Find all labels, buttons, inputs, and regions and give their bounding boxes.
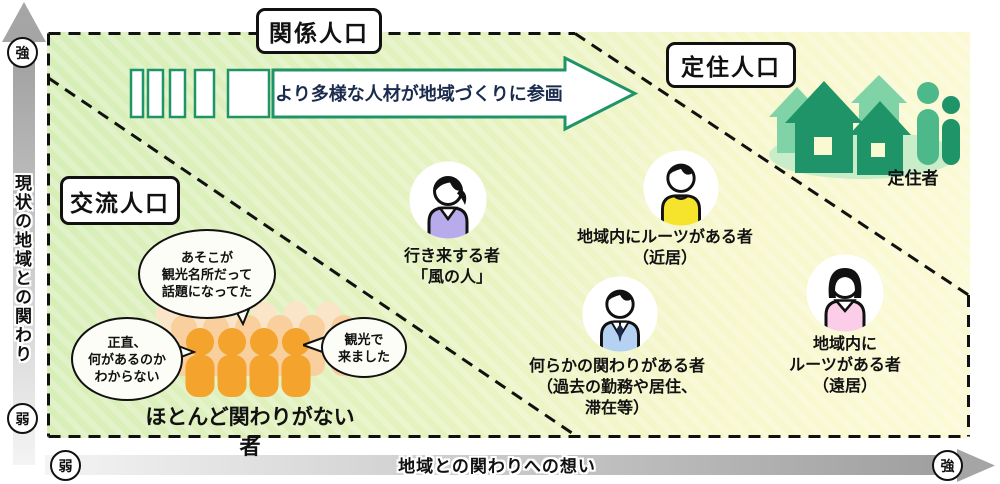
arrow-segment-3 <box>168 68 187 119</box>
arrow-text: より多様な人材が地域づくりに参画 <box>275 83 563 104</box>
person-kaze-label: 行き来する者 「風の人」 <box>372 246 532 288</box>
person-kakawari-label: 何らかの関わりがある者 （過去の勤務や居住、 滞在等） <box>517 356 717 419</box>
y-axis-weak-badge: 弱 <box>7 403 38 434</box>
person-enkyo-line1: 地域内に <box>812 336 877 353</box>
y-axis-title: 現状の地域との関わり <box>12 174 31 364</box>
bubble-honest-line2: 何があるのか <box>87 351 166 367</box>
person-kinkyo-icon <box>643 150 719 226</box>
bubble-tourism-line2: 来ました <box>337 348 390 364</box>
person-enkyo-line3: （遠居） <box>812 378 877 395</box>
person-kakawari-line3: 滞在等） <box>584 400 649 417</box>
bubble-honest-line3: わからない <box>94 368 160 384</box>
person-kakawari-line1: 何らかの関わりがある者 <box>528 358 705 375</box>
bubble-tourism: 観光で 来ました <box>321 317 407 378</box>
y-axis-strong-label: 強 <box>15 44 30 61</box>
zone-teiju-label: 定住人口 <box>681 54 781 80</box>
x-axis-arrowhead-icon <box>957 449 995 482</box>
x-axis-title: 地域との関わりへの想い <box>398 457 596 476</box>
bubble-topic: あそこが 観光名所だって 話題になってた <box>138 229 276 319</box>
x-axis-arrow <box>45 449 995 482</box>
bubble-honest-line1: 正直、 <box>107 334 147 350</box>
person-kinkyo-label: 地域内にルーツがある者 （近居） <box>565 227 765 269</box>
person-kinkyo-line1: 地域内にルーツがある者 <box>577 229 753 246</box>
x-axis-shaft <box>45 455 957 475</box>
bubble-tourism-line1: 観光で <box>344 331 384 347</box>
zone-box-teiju: 定住人口 <box>666 42 796 88</box>
arrow-segment-2 <box>146 68 165 119</box>
arrow-segment-4 <box>193 68 216 119</box>
y-axis-shaft <box>13 40 35 465</box>
person-kinkyo-line2: （近居） <box>632 250 697 267</box>
person-enkyo-icon <box>806 254 884 332</box>
person-kaze-line1: 行き来する者 <box>403 248 500 265</box>
bubble-honest: 正直、 何があるのか わからない <box>71 317 183 401</box>
person-enkyo-line2: ルーツがある者 <box>789 357 901 374</box>
person-kaze-icon <box>409 161 487 239</box>
crowd-label: ほとんど関わりがない者 <box>145 406 355 459</box>
x-axis-weak-badge: 弱 <box>50 450 81 481</box>
person-kaze-line2: 「風の人」 <box>411 269 492 286</box>
zone-kankei-label: 関係人口 <box>269 20 369 46</box>
participation-arrow: より多様な人材が地域づくりに参画 <box>129 56 639 132</box>
y-axis-strong-badge: 強 <box>7 37 38 68</box>
person-kakawari-line2: （過去の勤務や居住、 <box>536 379 697 396</box>
x-axis-strong-badge: 強 <box>932 450 963 481</box>
person-enkyo-label: 地域内に ルーツがある者 （遠居） <box>765 334 925 397</box>
y-axis-arrow <box>2 2 46 465</box>
arrow-segment-1 <box>129 68 145 119</box>
bubble-topic-line3: 話題になってた <box>161 283 253 299</box>
arrow-segment-5 <box>226 68 271 119</box>
bubble-topic-line2: 観光名所だって <box>161 266 253 282</box>
person-teijusha-label: 定住者 <box>887 169 939 188</box>
x-axis-strong-label: 強 <box>940 457 955 474</box>
zone-box-koryu: 交流人口 <box>60 176 180 225</box>
x-axis-weak-label: 弱 <box>58 457 73 474</box>
y-axis-arrowhead-icon <box>2 2 46 42</box>
person-kakawari-icon <box>582 276 658 352</box>
y-axis-weak-label: 弱 <box>15 410 30 427</box>
zone-koryu-label: 交流人口 <box>70 189 170 216</box>
zone-box-kankei: 関係人口 <box>256 8 382 54</box>
bubble-topic-line1: あそこが <box>180 249 233 265</box>
